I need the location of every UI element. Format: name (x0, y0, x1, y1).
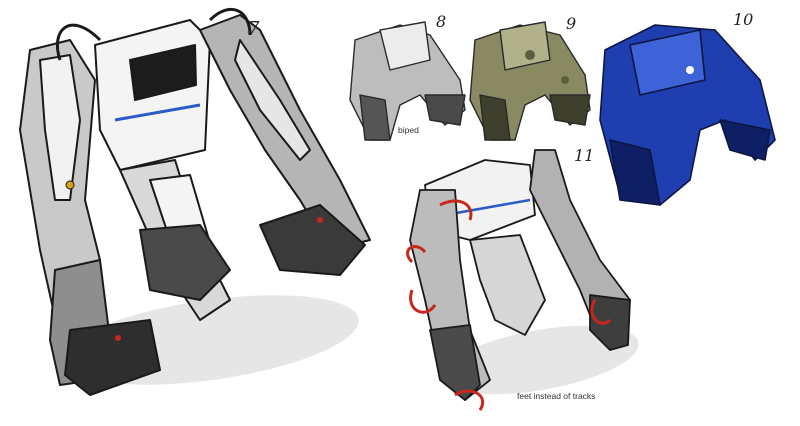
sketch-number-9: 9 (566, 14, 577, 33)
mech-11 (406, 149, 631, 411)
mech-9 (469, 21, 591, 141)
mech-8 (349, 21, 466, 141)
sketch-number-7: 7 (248, 18, 260, 39)
sketch-number-8: 8 (436, 12, 447, 31)
sketch-number-11: 11 (574, 146, 595, 165)
caption-biped: biped (398, 125, 419, 135)
caption-feet-instead-of-tracks: feet instead of tracks (517, 391, 596, 401)
mech-10 (599, 24, 776, 206)
mech-7 (19, 7, 371, 396)
sketch-number-10: 10 (733, 10, 754, 29)
